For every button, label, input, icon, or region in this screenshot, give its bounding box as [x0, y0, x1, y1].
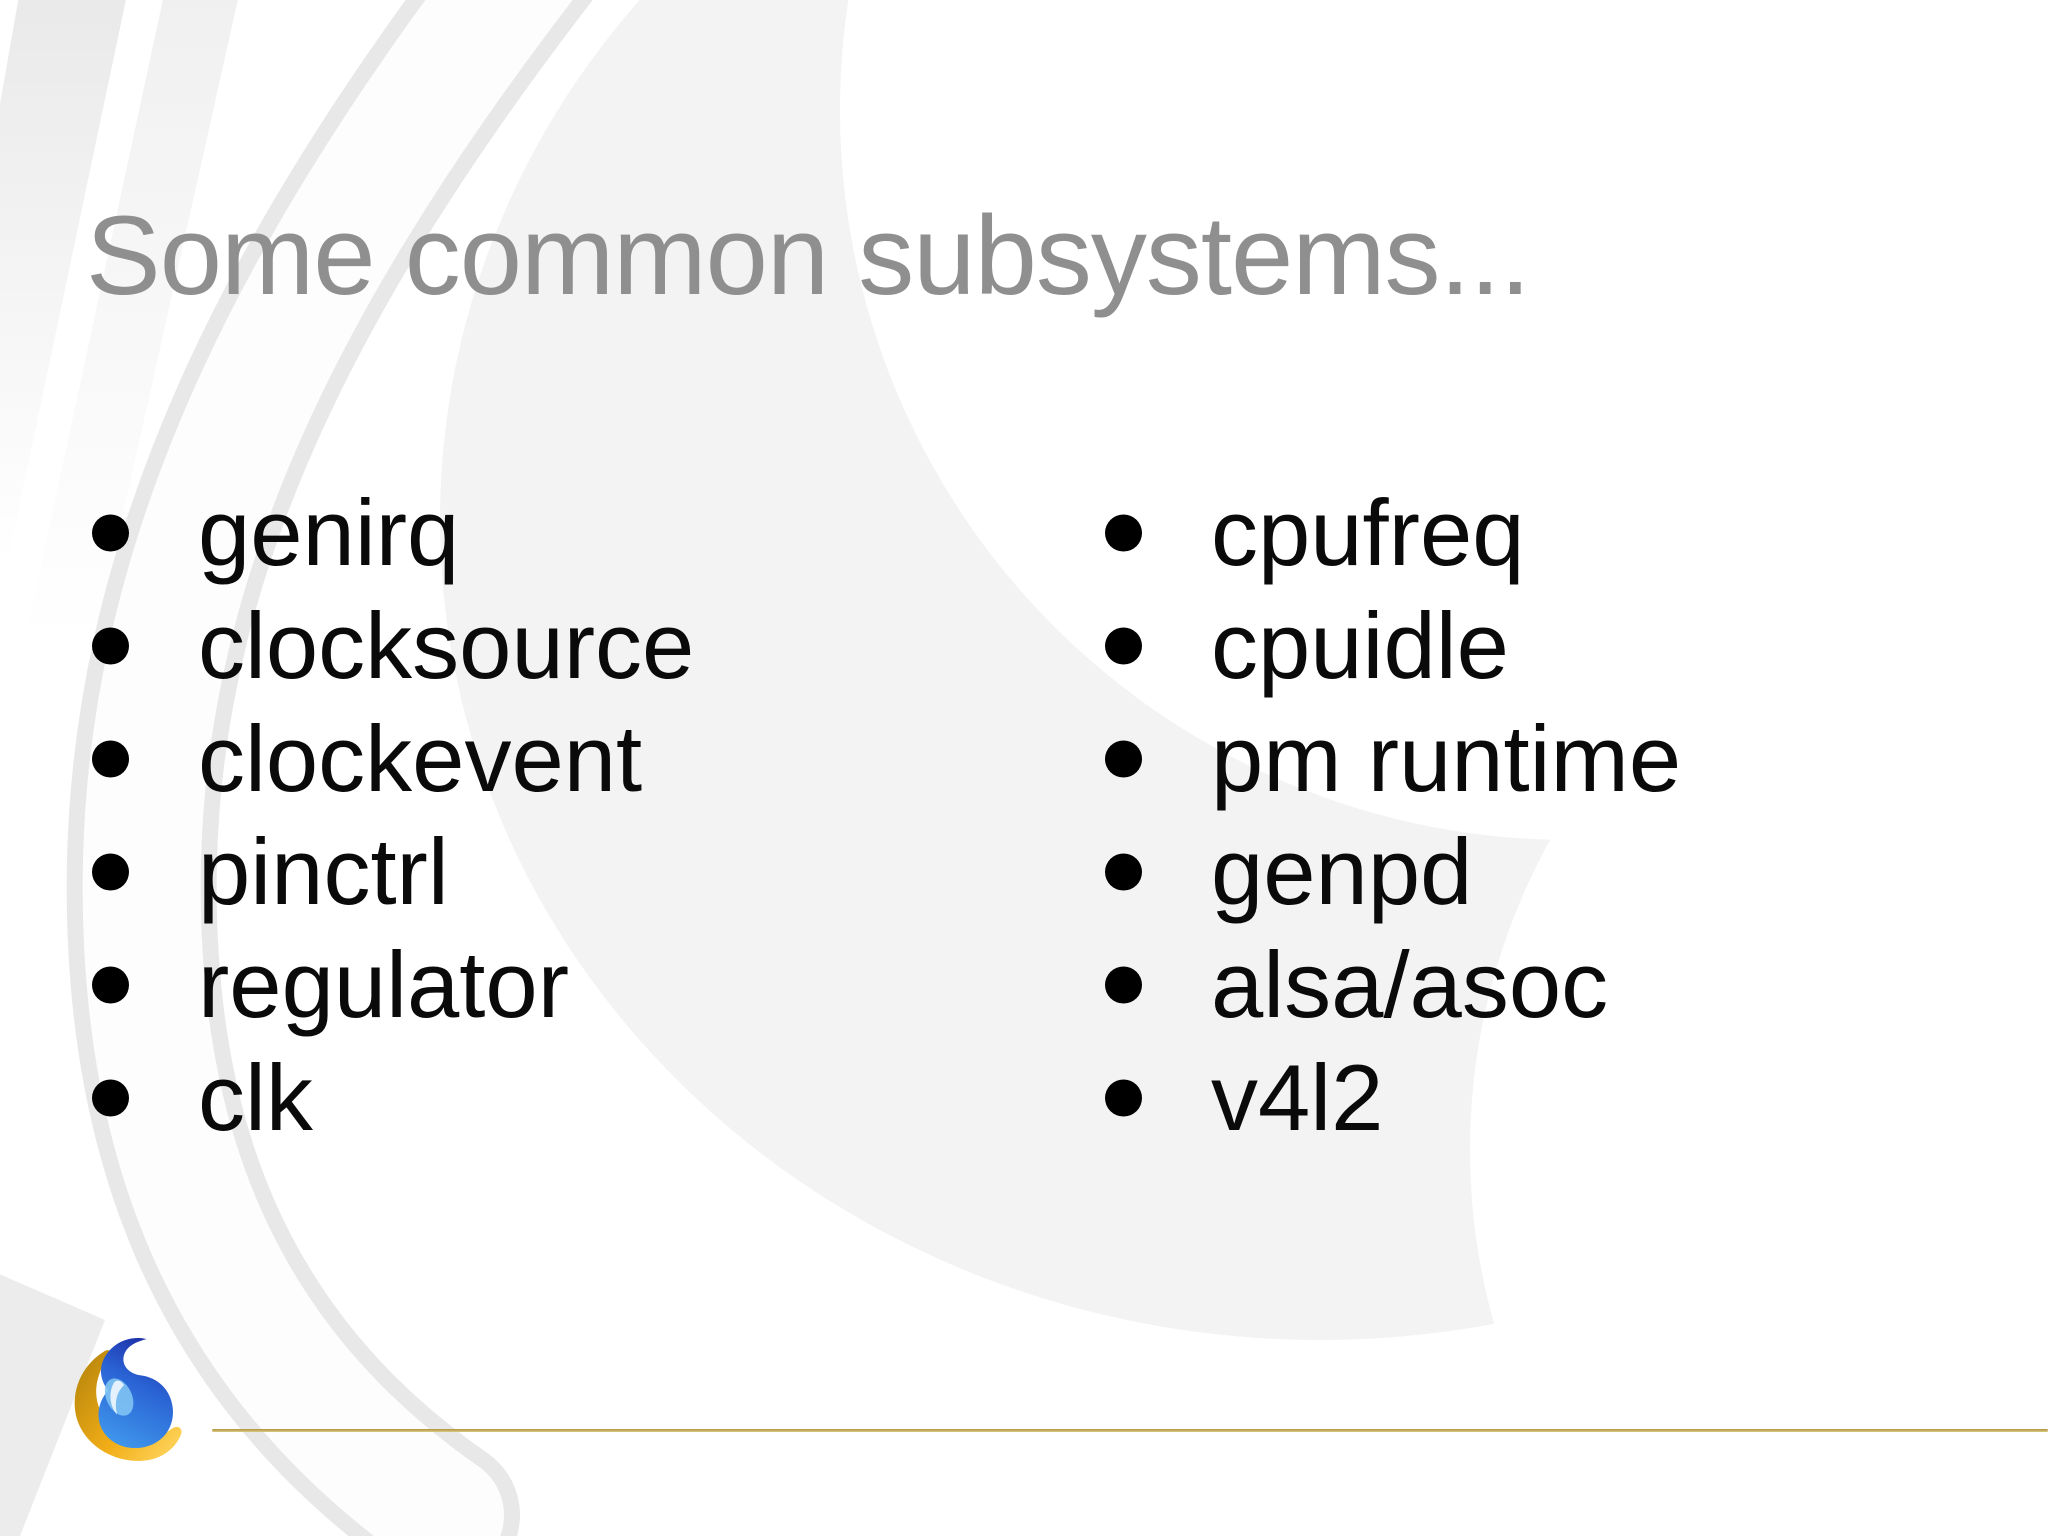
list-item: alsa/asoc	[1013, 928, 1681, 1041]
bullet-icon	[92, 740, 129, 777]
bullet-icon	[92, 1079, 129, 1116]
bullet-icon	[92, 514, 129, 551]
list-item-label: genirq	[198, 480, 460, 585]
list-item-label: pinctrl	[198, 819, 449, 924]
list-item: regulator	[0, 928, 694, 1041]
list-item-label: clk	[198, 1045, 313, 1150]
list-item-label: alsa/asoc	[1211, 932, 1609, 1037]
bullet-icon	[1105, 853, 1142, 890]
logo-gold-crescent	[74, 1350, 182, 1461]
list-item: genpd	[1013, 815, 1681, 928]
list-item: pm runtime	[1013, 702, 1681, 815]
list-item: clocksource	[0, 589, 694, 702]
list-item-label: clocksource	[198, 593, 695, 698]
bullet-icon	[92, 966, 129, 1003]
list-item-label: v4l2	[1211, 1045, 1384, 1150]
bullet-icon	[1105, 514, 1142, 551]
list-item-label: genpd	[1211, 819, 1473, 924]
bullet-icon	[1105, 627, 1142, 664]
list-item: clk	[0, 1041, 694, 1154]
bullet-icon	[92, 627, 129, 664]
list-item-label: clockevent	[198, 706, 643, 811]
list-item-label: cpuidle	[1211, 593, 1509, 698]
footer-divider-line	[212, 1429, 2048, 1432]
list-item: clockevent	[0, 702, 694, 815]
list-item: genirq	[0, 476, 694, 589]
bullet-icon	[1105, 966, 1142, 1003]
bullet-icon	[1105, 1079, 1142, 1116]
list-item: v4l2	[1013, 1041, 1681, 1154]
list-item-label: pm runtime	[1211, 706, 1682, 811]
company-logo	[74, 1338, 182, 1461]
bullet-icon	[92, 853, 129, 890]
list-item: pinctrl	[0, 815, 694, 928]
list-item-label: regulator	[198, 932, 569, 1037]
bullet-icon	[1105, 740, 1142, 777]
logo-blue-comma	[98, 1338, 173, 1449]
list-item: cpufreq	[1013, 476, 1681, 589]
slide-title: Some common subsystems...	[86, 193, 1531, 318]
list-item-label: cpufreq	[1211, 480, 1525, 585]
list-item: cpuidle	[1013, 589, 1681, 702]
